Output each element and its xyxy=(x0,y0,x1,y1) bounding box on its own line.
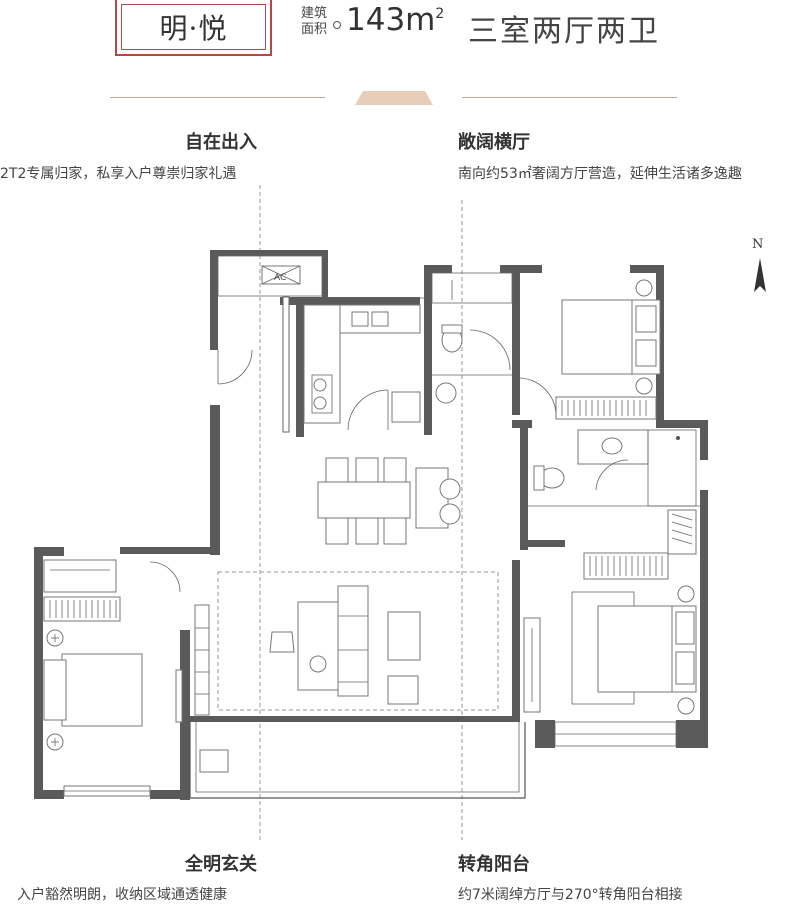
left-bedroom xyxy=(43,559,183,797)
title-frame-inner: 明·悦 xyxy=(121,4,266,50)
area-label-line1: 建筑 xyxy=(301,6,328,21)
ac-platform xyxy=(217,255,323,297)
area-superscript: 2 xyxy=(435,6,445,22)
feature-title-entrance: 自在出入 xyxy=(185,132,257,153)
kitchen xyxy=(303,304,421,431)
divider-ornament xyxy=(355,91,433,105)
dining-table xyxy=(317,481,411,519)
area-dot-icon xyxy=(333,21,341,29)
living-room xyxy=(217,571,499,711)
north-arrow-icon xyxy=(754,258,766,292)
ac-label: AC xyxy=(274,273,286,283)
balcony xyxy=(189,722,526,799)
dining-area xyxy=(317,457,461,545)
divider-right xyxy=(462,97,677,98)
feature-title-foyer: 全明玄关 xyxy=(185,854,257,875)
feature-desc-foyer: 入户豁然明朗，收纳区域通透健康 xyxy=(17,887,227,903)
divider-left xyxy=(110,97,325,98)
feature-title-balcony: 转角阳台 xyxy=(458,854,530,875)
area-label-line2: 面积 xyxy=(301,22,328,37)
feature-desc-entrance: 2T2专属归家，私享入户尊崇归家礼遇 xyxy=(0,166,237,182)
north-label: N xyxy=(752,237,764,252)
title-frame: 明·悦 xyxy=(115,0,272,56)
unit-title: 明·悦 xyxy=(159,12,228,45)
feature-desc-balcony: 约7米阔绰方厅与270°转角阳台相接 xyxy=(458,887,683,903)
sofa xyxy=(337,585,369,697)
coffee-table xyxy=(387,611,421,661)
entrance xyxy=(194,349,253,716)
washer xyxy=(199,749,229,773)
bathroom-2 xyxy=(528,429,700,507)
area-value: 143m2 xyxy=(346,2,444,38)
master-bedroom xyxy=(523,509,697,747)
feature-desc-hall: 南向约53㎡奢阔方厅营造，延伸生活诸多逸趣 xyxy=(458,166,742,182)
bathroom-1 xyxy=(431,272,513,404)
layout-type: 三室两厅两卫 xyxy=(468,14,660,49)
feature-title-hall: 敞阔横厅 xyxy=(458,132,530,153)
bedroom-2 xyxy=(519,279,661,420)
area-number: 143m xyxy=(346,2,436,38)
area-label: 建筑 面积 xyxy=(301,6,327,38)
exterior-walls xyxy=(34,250,708,800)
bed-left xyxy=(61,653,143,727)
